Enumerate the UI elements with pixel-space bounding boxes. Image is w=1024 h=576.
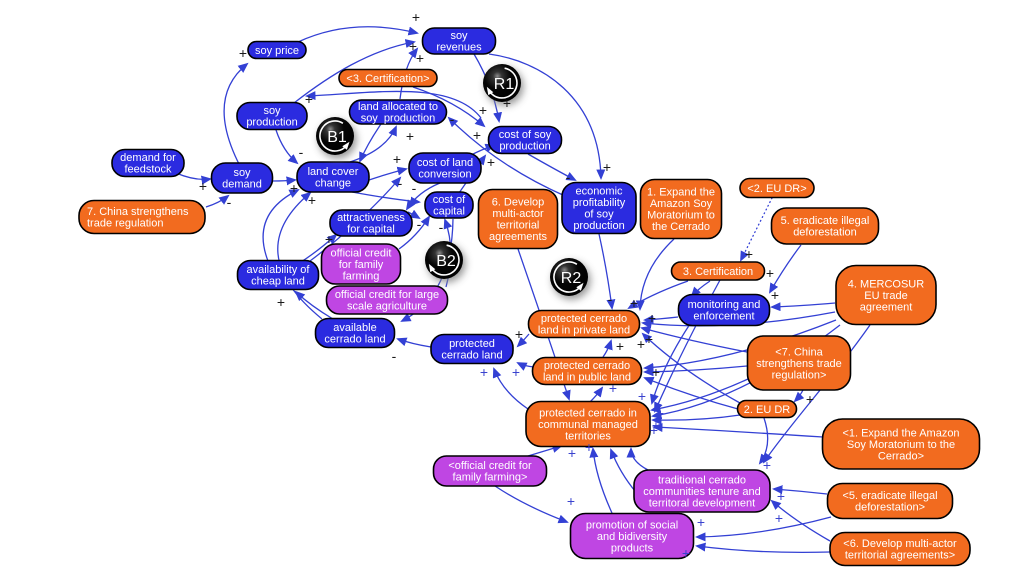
svg-text:+: +	[650, 422, 658, 438]
svg-text:+: +	[473, 127, 481, 143]
svg-text:+: +	[652, 417, 660, 433]
svg-text:+: +	[603, 159, 611, 175]
svg-text:+: +	[616, 338, 624, 354]
svg-text:+: +	[515, 326, 523, 342]
svg-text:+: +	[277, 294, 285, 310]
svg-text:+: +	[406, 128, 414, 144]
svg-text:+: +	[638, 388, 646, 404]
svg-text:-: -	[412, 180, 417, 196]
svg-text:+: +	[777, 488, 785, 504]
svg-text:+: +	[416, 50, 424, 66]
svg-text:+: +	[503, 95, 511, 111]
svg-text:+: +	[325, 231, 333, 247]
svg-text:+: +	[585, 439, 593, 455]
svg-text:-: -	[299, 144, 304, 160]
svg-text:+: +	[568, 445, 576, 461]
svg-text:R2: R2	[561, 270, 582, 287]
svg-text:-: -	[392, 348, 397, 364]
svg-text:+: +	[512, 364, 520, 380]
svg-text:+: +	[766, 265, 774, 281]
svg-text:+: +	[412, 9, 420, 25]
svg-text:+: +	[290, 180, 298, 196]
svg-text:+: +	[305, 91, 313, 107]
svg-text:+: +	[806, 391, 814, 407]
svg-text:+: +	[656, 405, 664, 421]
svg-text:+: +	[393, 151, 401, 167]
svg-text:2. EU DR: 2. EU DR	[744, 404, 791, 416]
svg-text:+: +	[567, 493, 575, 509]
svg-text:+: +	[609, 380, 617, 396]
svg-text:+: +	[775, 510, 783, 526]
svg-text:-: -	[566, 169, 571, 185]
svg-text:+: +	[308, 192, 316, 208]
svg-text:+: +	[630, 295, 638, 311]
svg-text:+: +	[771, 287, 779, 303]
svg-text:B2: B2	[436, 253, 456, 270]
svg-text:+: +	[487, 154, 495, 170]
svg-text:-: -	[417, 216, 422, 232]
svg-text:-: -	[398, 175, 403, 191]
svg-text:3. Certification: 3. Certification	[683, 266, 753, 278]
svg-text:+: +	[682, 545, 690, 561]
svg-text:+: +	[637, 336, 645, 352]
svg-text:+: +	[648, 310, 656, 326]
svg-text:+: +	[697, 514, 705, 530]
svg-text:B1: B1	[327, 129, 347, 146]
svg-text:soy price: soy price	[255, 45, 299, 57]
svg-text:-: -	[608, 291, 613, 307]
svg-text:+: +	[239, 45, 247, 61]
svg-text:R1: R1	[494, 76, 515, 93]
svg-text:<2. EU DR>: <2. EU DR>	[747, 183, 806, 195]
svg-text:-: -	[227, 194, 232, 210]
svg-text:+: +	[763, 457, 771, 473]
svg-text:-: -	[450, 111, 455, 127]
svg-text:+: +	[652, 364, 660, 380]
svg-text:+: +	[479, 102, 487, 118]
svg-text:-: -	[439, 219, 444, 235]
svg-text:+: +	[409, 38, 417, 54]
svg-text:+: +	[480, 364, 488, 380]
svg-text:+: +	[199, 178, 207, 194]
svg-text:+: +	[645, 331, 653, 347]
svg-text:<3. Certification>: <3. Certification>	[346, 73, 429, 85]
svg-text:+: +	[745, 246, 753, 262]
